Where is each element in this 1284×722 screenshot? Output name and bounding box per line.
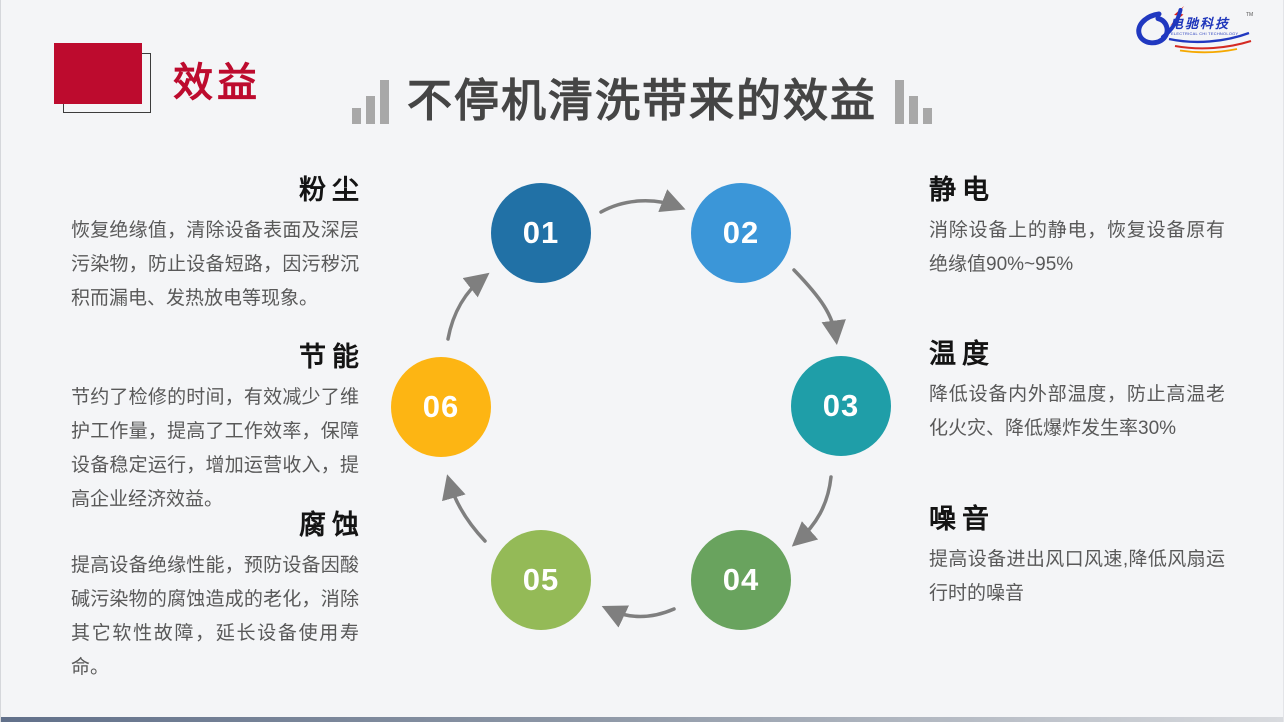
arrow-01-to-02-icon: [599, 189, 686, 214]
section-corrosion: 腐蚀 提高设备绝缘性能，预防设备因酸碱污染物的腐蚀造成的老化，消除其它软性故障，…: [71, 510, 359, 685]
section-energy-saving-desc: 节约了检修的时间，有效减少了维护工作量，提高了工作效率，保障设备稳定运行，增加运…: [71, 386, 359, 510]
section-dust-title: 粉尘: [299, 175, 365, 205]
bar-chart-icon-right: [895, 80, 932, 129]
logo-underline-yellow: [1179, 48, 1238, 54]
cycle-step-06: 06: [391, 357, 491, 457]
section-noise: 噪音 提高设备进出风口风速,降低风扇运行时的噪音: [929, 504, 1225, 611]
logo-swoosh-ascender: [1161, 8, 1183, 39]
cycle-step-04: 04: [691, 530, 791, 630]
bar-chart-icon-left: [351, 80, 389, 129]
cycle-step-04-number: 04: [722, 562, 760, 597]
logo-tagline: ELECTRICAL CHI TECHNOLOGY: [1171, 31, 1238, 36]
logo-underline-red: [1174, 40, 1252, 50]
cycle-step-05: 05: [491, 530, 591, 630]
section-corrosion-desc: 提高设备绝缘性能，预防设备因酸碱污染物的腐蚀造成的老化，消除其它软性故障，延长设…: [71, 554, 359, 678]
arrow-06-to-01-icon: [446, 272, 490, 341]
arrow-03-to-04-icon: [791, 475, 833, 547]
section-temperature-title: 温度: [929, 339, 995, 369]
arrow-04-to-05-icon: [601, 605, 676, 628]
cycle-diagram: 01 02 03 04 05 06: [381, 150, 921, 690]
cycle-arrows: [442, 189, 846, 628]
section-corrosion-title: 腐蚀: [299, 510, 365, 540]
logo-underline-blue: [1168, 31, 1250, 44]
section-static-desc: 消除设备上的静电，恢复设备原有绝缘值90%~95%: [929, 219, 1225, 275]
page-title: 不停机清洗带来的效益: [406, 75, 877, 126]
arrow-02-to-03-icon: [792, 268, 846, 345]
section-energy-saving: 节能 节约了检修的时间，有效减少了维护工作量，提高了工作效率，保障设备稳定运行，…: [71, 342, 359, 517]
cycle-step-03: 03: [791, 356, 891, 456]
section-noise-title: 噪音: [929, 504, 995, 534]
section-noise-desc: 提高设备进出风口风速,降低风扇运行时的噪音: [929, 548, 1225, 604]
cycle-step-01-number: 01: [522, 215, 560, 250]
section-dust-desc: 恢复绝缘值，清除设备表面及深层污染物，防止设备短路，因污秽沉积而漏电、发热放电等…: [71, 219, 359, 309]
logo-tm-mark: TM: [1246, 12, 1253, 18]
logo-brand-text: 电驰科技: [1170, 16, 1230, 31]
cycle-step-05-number: 05: [522, 562, 560, 597]
cycle-step-01: 01: [491, 183, 591, 283]
cycle-step-02: 02: [691, 183, 791, 283]
section-badge-label: 效益: [173, 61, 261, 105]
section-energy-saving-title: 节能: [299, 342, 365, 372]
arrow-05-to-06-icon: [442, 474, 487, 543]
cycle-step-06-number: 06: [422, 389, 460, 424]
badge-red-square: [54, 43, 142, 104]
company-logo: 电驰科技 TM ELECTRICAL CHI TECHNOLOGY: [1136, 6, 1253, 54]
section-static: 静电 消除设备上的静电，恢复设备原有绝缘值90%~95%: [929, 175, 1225, 282]
slide-bottom-edge: [1, 717, 1283, 722]
cycle-step-03-number: 03: [822, 388, 860, 423]
section-dust: 粉尘 恢复绝缘值，清除设备表面及深层污染物，防止设备短路，因污秽沉积而漏电、发热…: [71, 175, 359, 316]
section-static-title: 静电: [929, 175, 995, 205]
cycle-step-02-number: 02: [722, 215, 760, 250]
logo-swoosh: [1136, 11, 1170, 46]
section-temperature-desc: 降低设备内外部温度，防止高温老化火灾、降低爆炸发生率30%: [929, 383, 1225, 439]
title-row: 不停机清洗带来的效益: [1, 64, 1283, 129]
section-temperature: 温度 降低设备内外部温度，防止高温老化火灾、降低爆炸发生率30%: [929, 339, 1225, 446]
